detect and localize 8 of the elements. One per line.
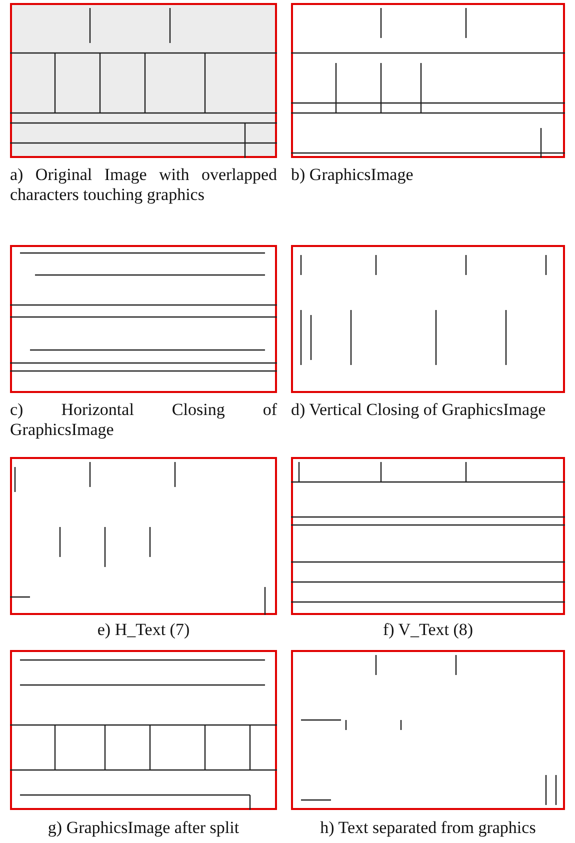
figure-caption: d) Vertical Closing of GraphicsImage	[291, 400, 547, 420]
figure-caption: c) Horizontal Closing of GraphicsImage	[10, 400, 277, 440]
figure-caption: e) H_Text (7)	[96, 620, 191, 640]
figure-caption: b) GraphicsImage	[291, 165, 414, 185]
figure-caption: g) GraphicsImage after split	[46, 818, 240, 838]
figure-caption: a) Original Image with overlapped characters touching graphics	[10, 165, 277, 205]
figure-caption: f) V_Text (8)	[382, 620, 474, 640]
figure-caption: h) Text separated from graphics	[319, 818, 537, 838]
